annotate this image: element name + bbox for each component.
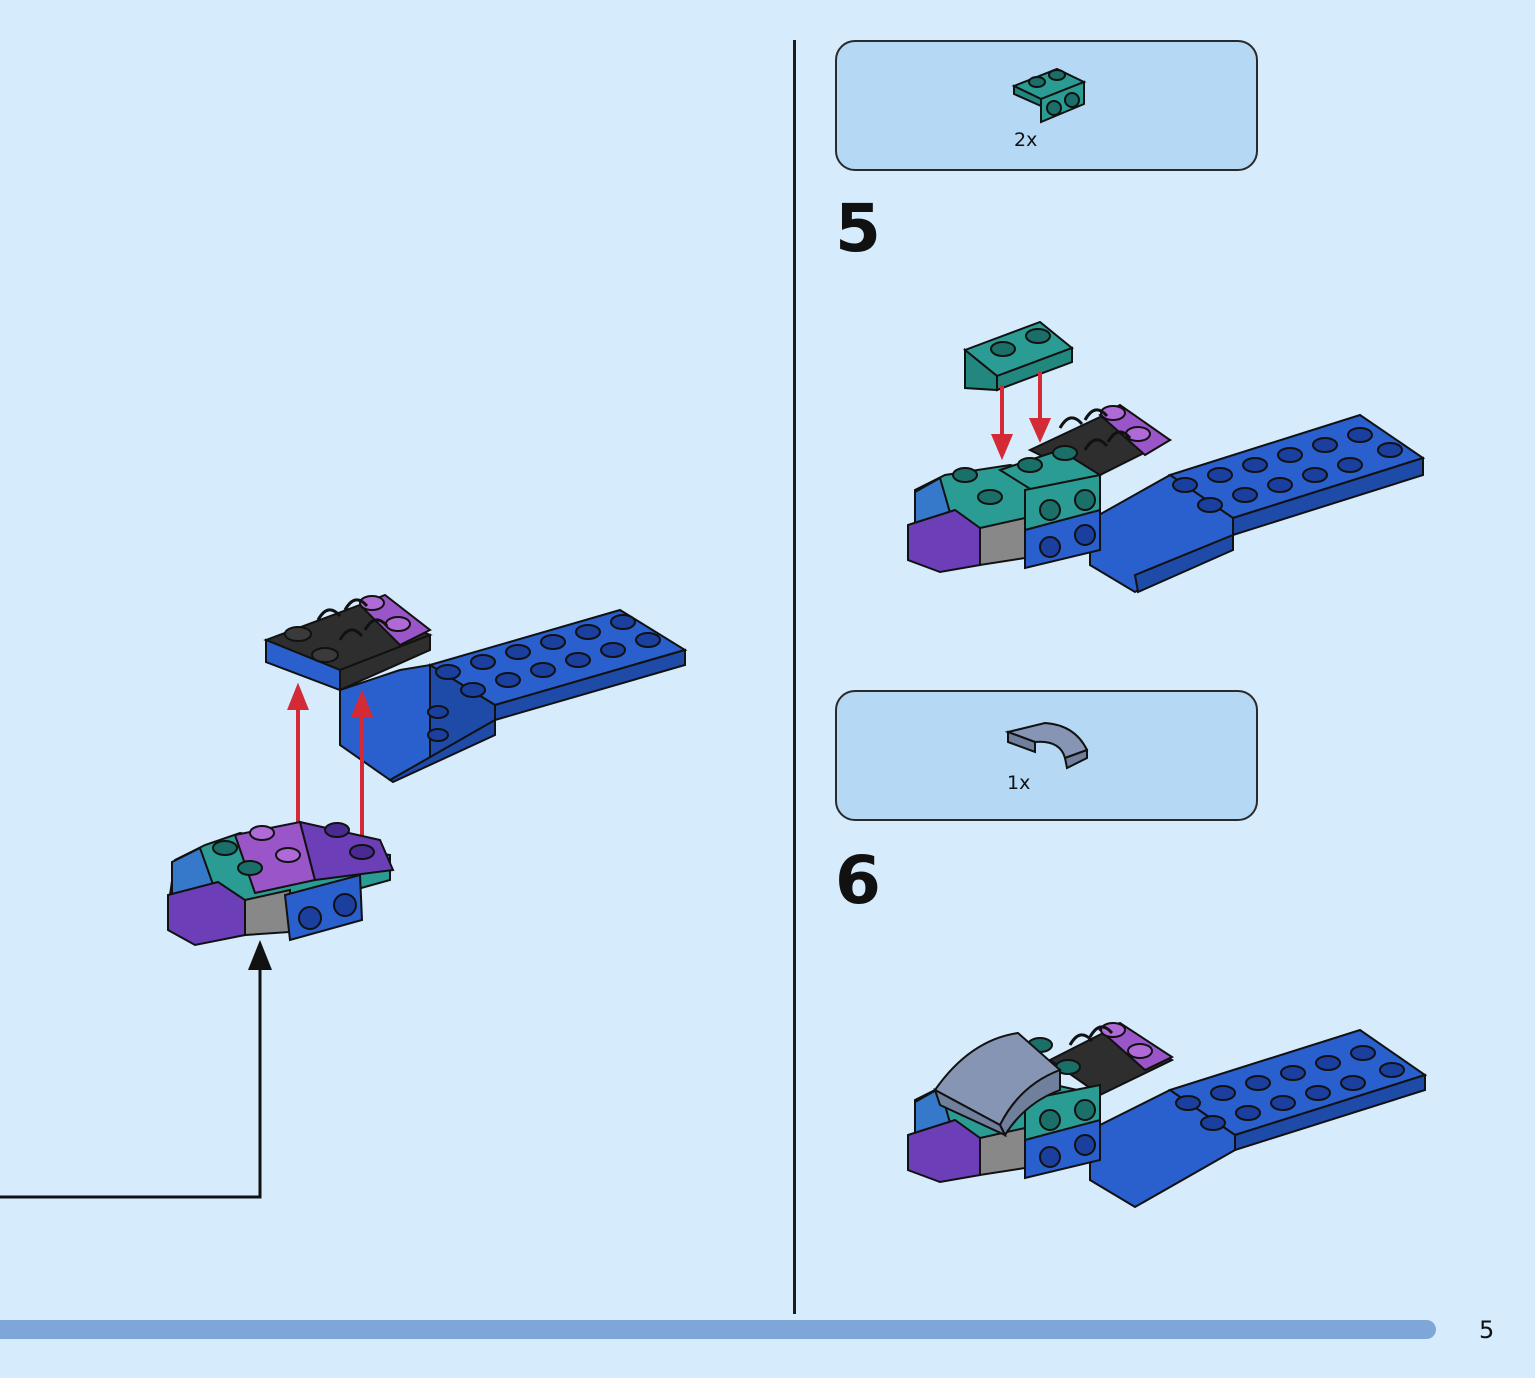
teal-bracket-plate-icon [1011,67,1087,124]
part-quantity: 2x [1014,129,1038,151]
grey-curved-slope-icon [1005,721,1089,770]
page-number: 5 [1479,1316,1495,1344]
step-6-model-illustration [907,1021,1428,1209]
parts-callout-step-6: 1x [835,690,1258,821]
parts-callout-step-5: 2x [835,40,1258,171]
step-number: 5 [835,190,881,267]
assembly-connector-line [0,968,262,1199]
progress-bar [0,1320,1436,1339]
step-5-model-illustration [907,320,1426,594]
column-divider [793,40,796,1314]
step-number: 6 [835,842,881,919]
subassembly-illustration [0,593,688,1199]
connector-arrowhead [248,940,272,970]
part-quantity: 1x [1007,772,1031,794]
